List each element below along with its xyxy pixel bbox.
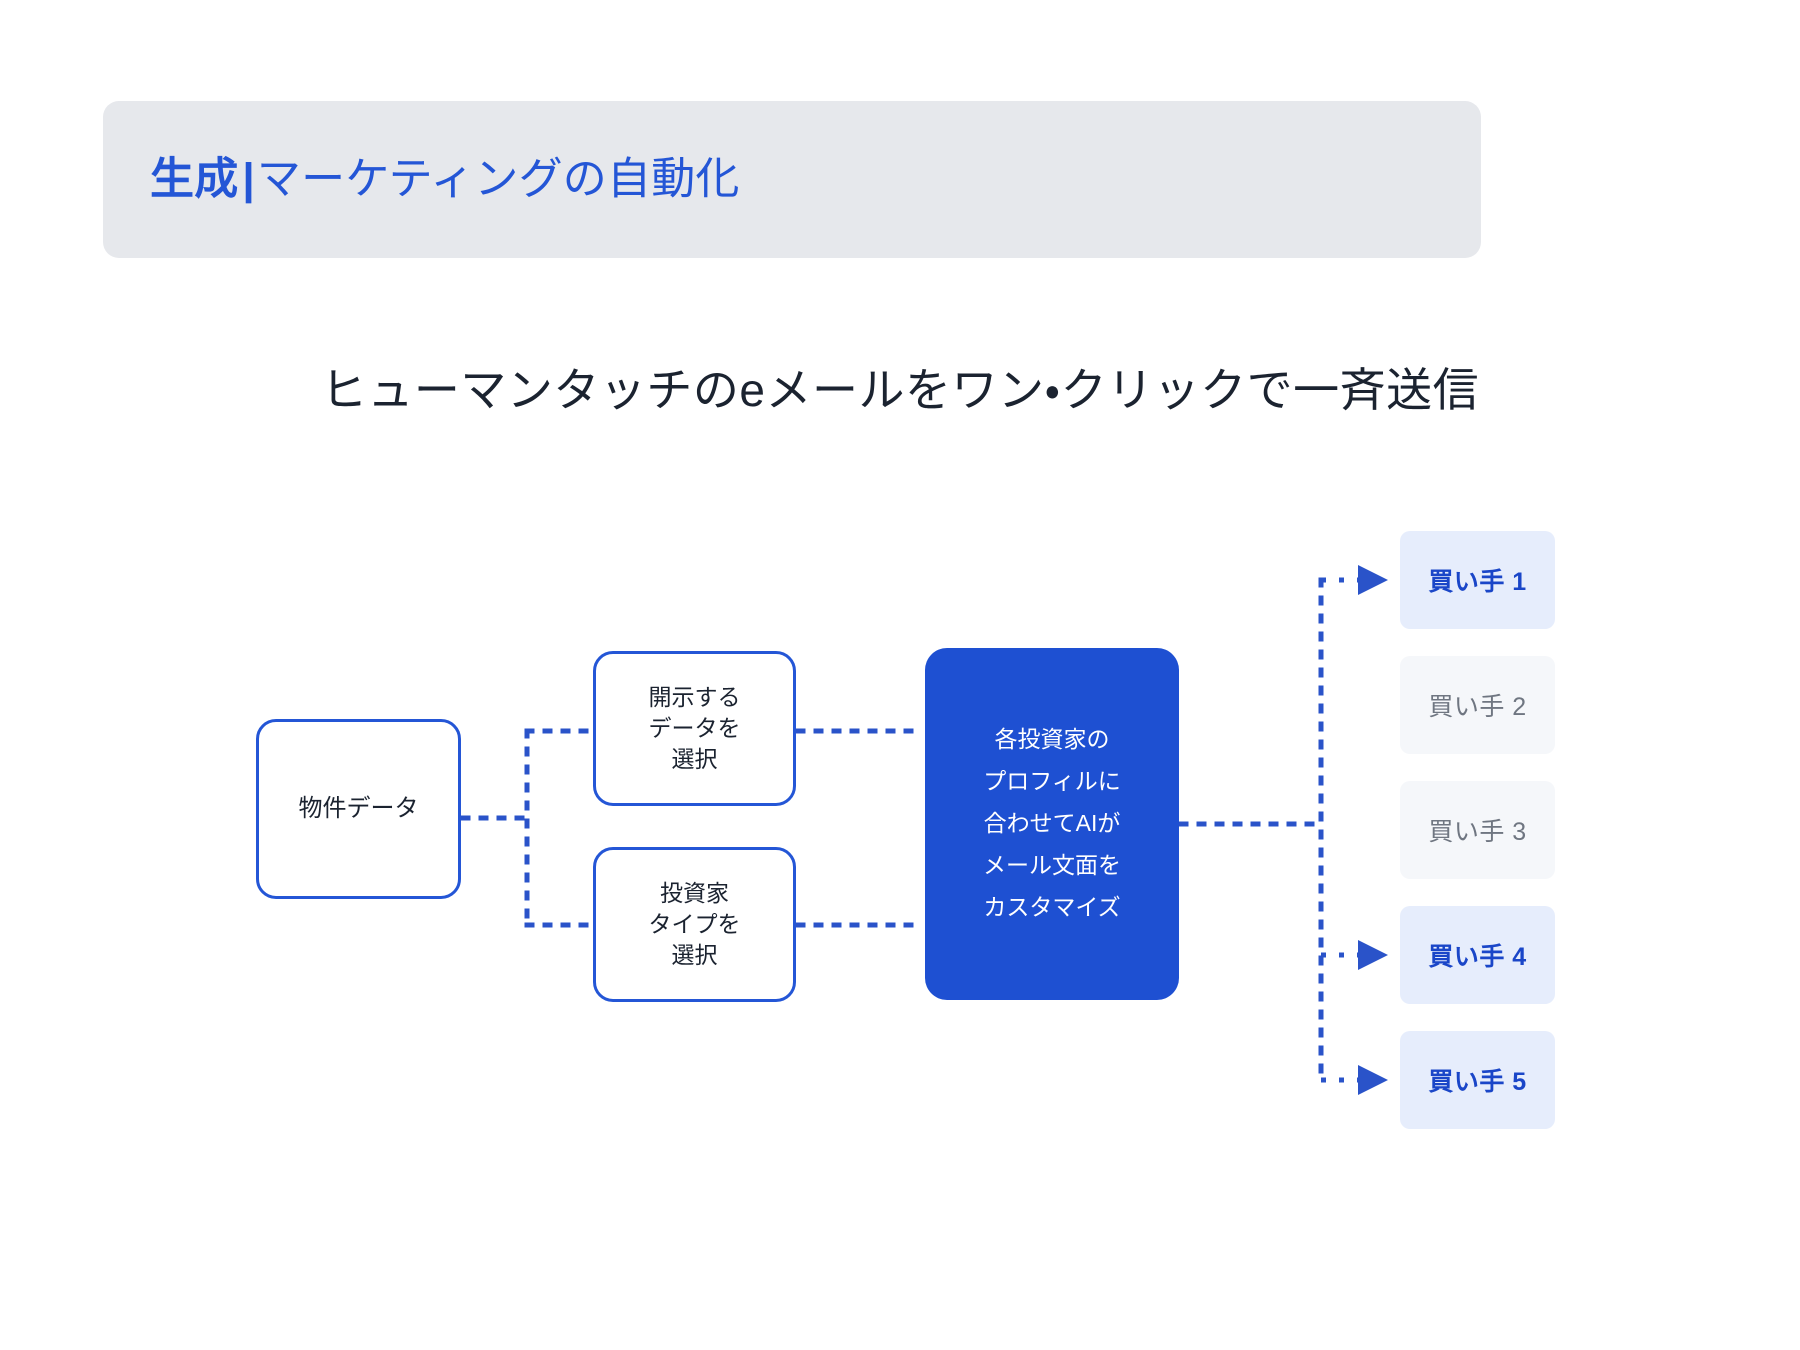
buyer-card-5-label: 買い手 5: [1428, 1068, 1527, 1096]
page-title-separator: |: [242, 154, 255, 204]
buyer-card-1-label: 買い手 1: [1428, 568, 1527, 596]
node-select-investor-type[interactable]: 投資家 タイプを 選択: [593, 847, 796, 1002]
node-select-investor-type-label: 投資家 タイプを 選択: [648, 879, 741, 969]
node-ai-customization-label: 各投資家の プロフィルに 合わせてAIが メール文面を カスタマイズ: [983, 726, 1121, 920]
page-title-rest: マーケティングの自動化: [256, 154, 740, 204]
header-banner: 生成|マーケティングの自動化: [103, 101, 1481, 258]
node-ai-customization[interactable]: 各投資家の プロフィルに 合わせてAIが メール文面を カスタマイズ: [925, 648, 1179, 1000]
buyer-card-5[interactable]: 買い手 5: [1400, 1031, 1555, 1129]
buyer-card-2-label: 買い手 2: [1428, 693, 1527, 721]
buyer-card-1[interactable]: 買い手 1: [1400, 531, 1555, 629]
node-select-disclosure-data-label: 開示する データを 選択: [648, 683, 741, 773]
page-title: 生成|マーケティングの自動化: [150, 153, 740, 206]
buyer-card-4-label: 買い手 4: [1428, 943, 1527, 971]
node-property-data[interactable]: 物件データ: [256, 719, 461, 899]
buyer-card-3-label: 買い手 3: [1428, 818, 1527, 846]
buyer-card-3[interactable]: 買い手 3: [1400, 781, 1555, 879]
subtitle: ヒューマンタッチのeメールをワン・クリックで一斉送信: [320, 364, 1480, 416]
node-property-data-label: 物件データ: [298, 794, 419, 822]
page-title-strong: 生成: [150, 154, 239, 204]
node-select-disclosure-data[interactable]: 開示する データを 選択: [593, 651, 796, 806]
buyer-card-4[interactable]: 買い手 4: [1400, 906, 1555, 1004]
buyer-card-2[interactable]: 買い手 2: [1400, 656, 1555, 754]
